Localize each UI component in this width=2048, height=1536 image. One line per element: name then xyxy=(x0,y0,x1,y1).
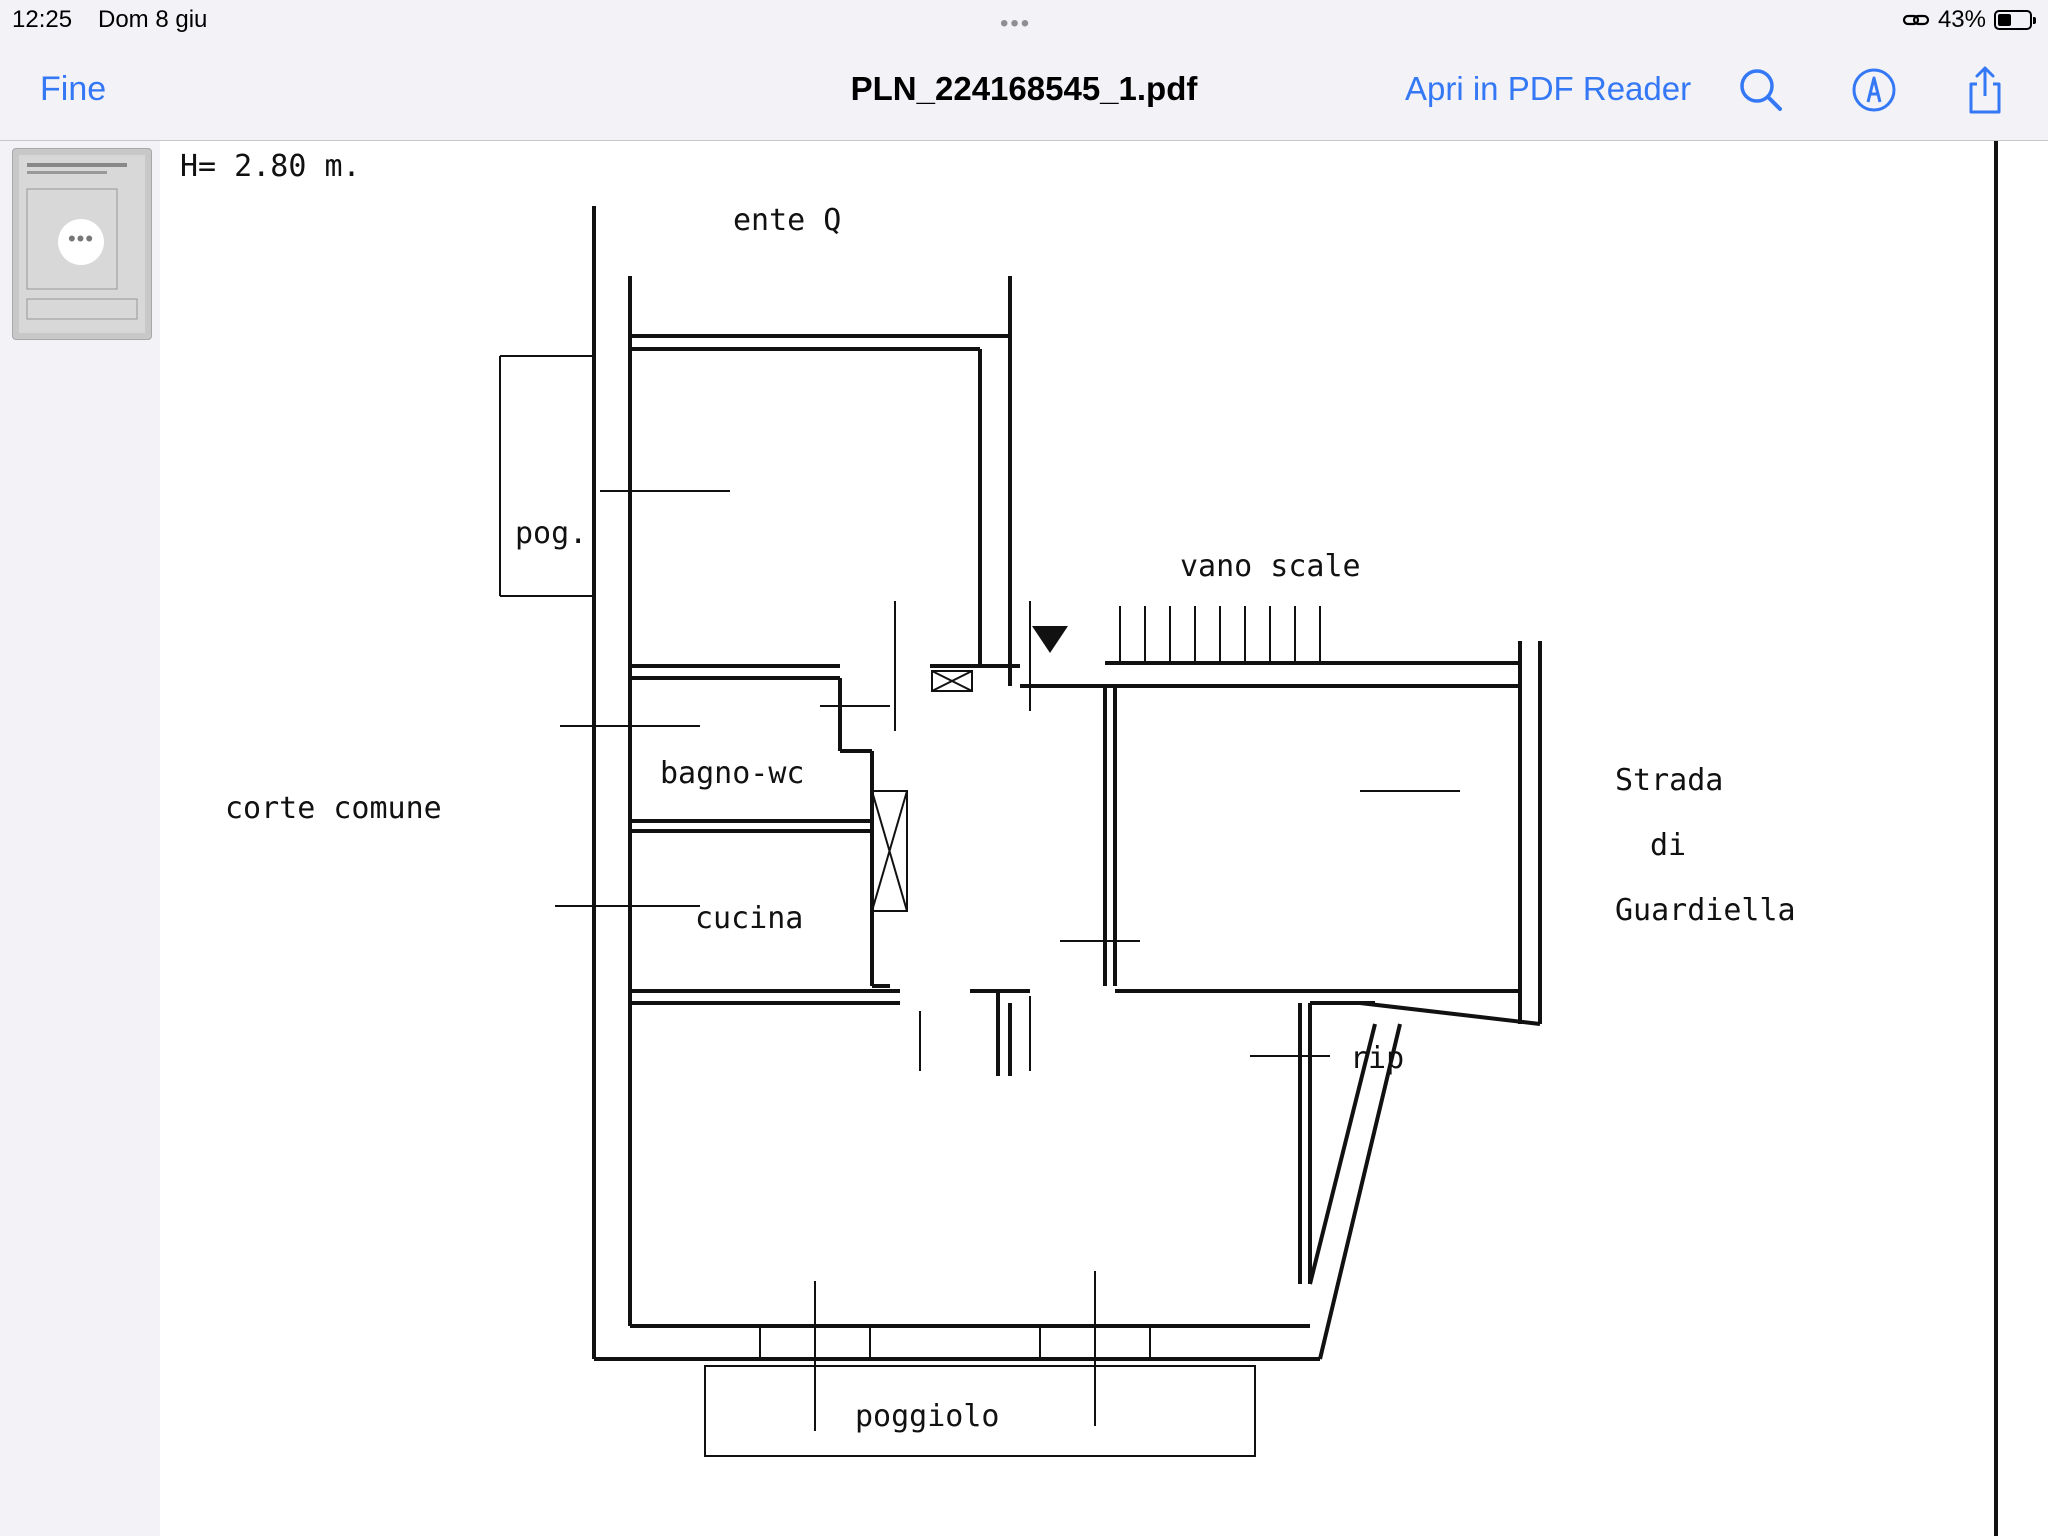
status-date: Dom 8 giu xyxy=(98,6,208,33)
pdf-page: H= 2.80 m. ente Q pog. vano scale bagno-… xyxy=(160,141,2048,1536)
label-vano-scale: vano scale xyxy=(1180,549,1361,584)
label-pog: pog. xyxy=(515,516,588,551)
label-strada: Strada xyxy=(1615,763,1724,798)
floorplan-drawing xyxy=(499,206,1542,1457)
link-icon xyxy=(1902,14,1930,26)
done-button[interactable]: Fine xyxy=(40,70,107,108)
label-di: di xyxy=(1650,828,1687,863)
multitasking-dots[interactable]: ••• xyxy=(1000,10,1032,37)
label-poggiolo: poggiolo xyxy=(855,1399,1000,1434)
markup-icon[interactable] xyxy=(1846,62,1902,118)
nav-bar: Fine PLN_224168545_1.pdf Apri in PDF Rea… xyxy=(0,40,2048,141)
thumbnail-more-button[interactable]: ••• xyxy=(58,219,104,265)
battery-icon xyxy=(1994,10,2036,30)
open-in-pdf-reader-button[interactable]: Apri in PDF Reader xyxy=(1405,70,1692,107)
thumbnail-preview xyxy=(19,155,145,333)
page-edge-line xyxy=(1994,141,1998,1536)
label-corte-comune: corte comune xyxy=(225,791,442,826)
page-thumbnail[interactable]: ••• xyxy=(12,148,152,340)
label-cucina: cucina xyxy=(695,901,804,936)
label-rip: rip xyxy=(1350,1041,1405,1076)
thumbnail-sidebar xyxy=(0,141,160,1536)
label-guardiella: Guardiella xyxy=(1615,893,1796,928)
height-note: H= 2.80 m. xyxy=(180,149,361,184)
label-ente-q: ente Q xyxy=(733,203,842,238)
status-right: 43% xyxy=(1902,6,2036,34)
status-bar: 12:25 Dom 8 giu ••• 43% xyxy=(0,0,2048,40)
battery-percent: 43% xyxy=(1937,6,1986,33)
share-icon[interactable] xyxy=(1957,62,2013,118)
entrance-arrow-icon xyxy=(1032,626,1068,653)
label-bagno-wc: bagno-wc xyxy=(660,756,805,791)
search-icon[interactable] xyxy=(1733,62,1789,118)
status-time: 12:25 xyxy=(12,6,73,33)
